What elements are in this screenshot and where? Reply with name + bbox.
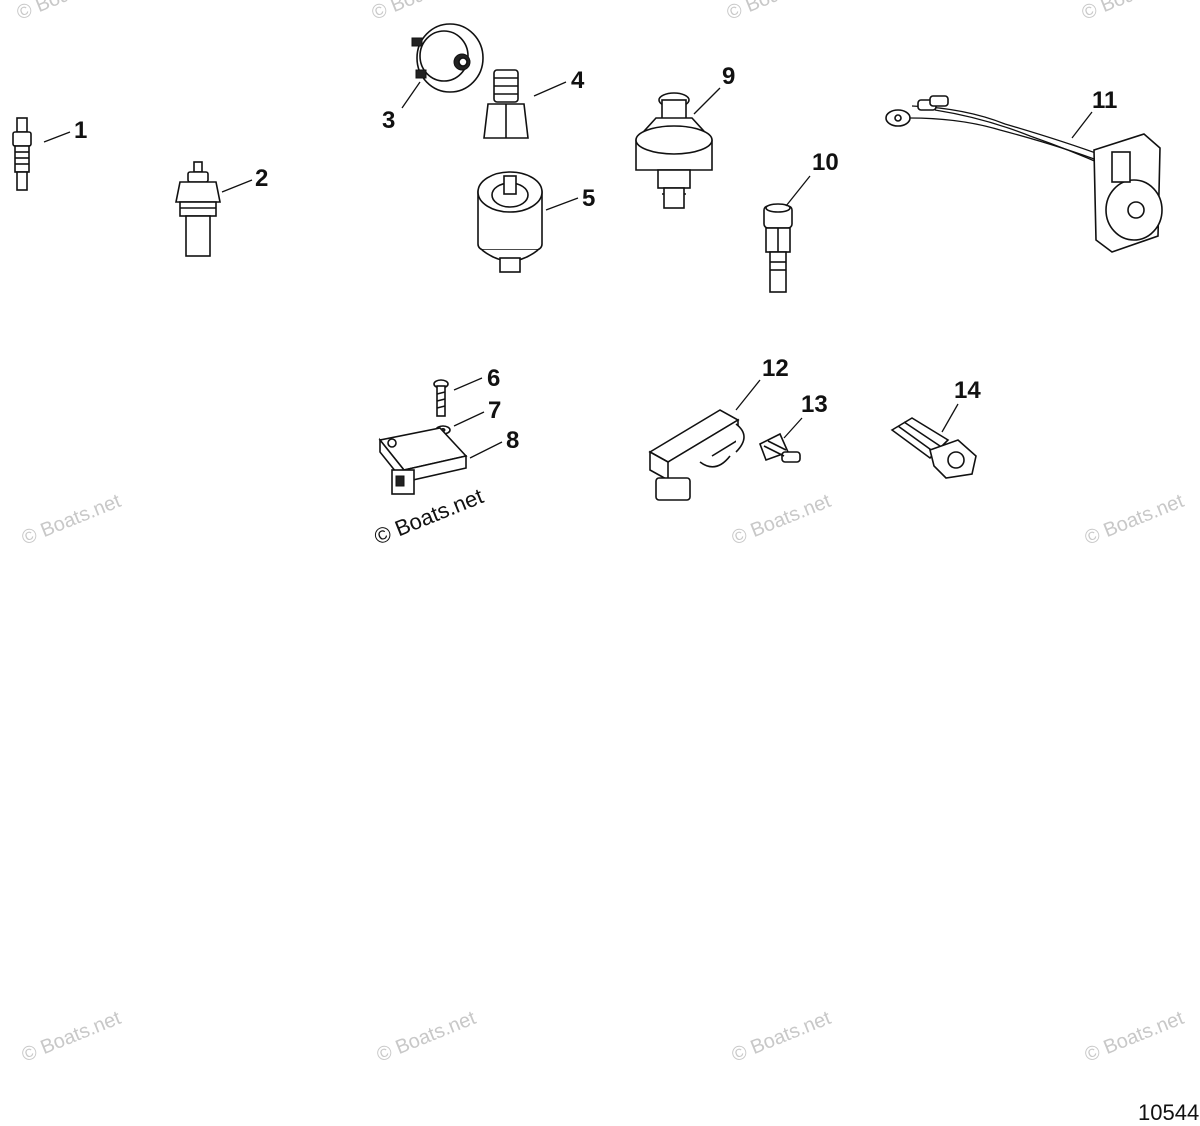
part-4-fitting xyxy=(483,69,529,139)
watermark: © Boats.net xyxy=(14,0,120,25)
part-12-bracket xyxy=(648,409,745,501)
watermark: © Boats.net xyxy=(1082,1007,1188,1067)
watermark: © Boats.net xyxy=(19,1007,125,1067)
leader-lines xyxy=(43,81,1093,459)
callout-14: 14 xyxy=(954,377,981,404)
part-5-oil-pressure-sender xyxy=(477,171,543,273)
callout-11: 11 xyxy=(1092,87,1117,114)
callout-3: 3 xyxy=(382,107,395,134)
callout-10: 10 xyxy=(812,149,839,176)
part-6-screw xyxy=(433,379,449,417)
part-3-pressure-switch xyxy=(411,23,484,93)
watermark: © Boats.net xyxy=(1082,490,1188,550)
part-1-sender xyxy=(12,117,32,191)
watermark: © Boats.net xyxy=(724,0,830,25)
part-14-sensor xyxy=(890,417,977,479)
callout-13: 13 xyxy=(801,391,828,418)
callout-2: 2 xyxy=(255,165,268,192)
callout-9: 9 xyxy=(722,63,735,90)
part-13-screw xyxy=(758,432,801,463)
callout-4: 4 xyxy=(571,67,585,94)
part-2-temp-sender xyxy=(175,161,221,257)
figure-id: 10544 xyxy=(1138,1100,1199,1125)
watermark: © Boats.net xyxy=(729,490,835,550)
watermark-dark: © Boats.net xyxy=(371,483,487,549)
part-8-map-sensor xyxy=(378,427,468,495)
watermark: © Boats.net xyxy=(1079,0,1185,25)
callout-7: 7 xyxy=(488,397,501,424)
watermark: © Boats.net xyxy=(19,490,125,550)
callout-6: 6 xyxy=(487,365,500,392)
callout-5: 5 xyxy=(582,185,595,212)
watermark: © Boats.net xyxy=(374,1007,480,1067)
part-11-harness xyxy=(885,95,1163,253)
callout-12: 12 xyxy=(762,355,789,382)
part-10-sender xyxy=(763,203,793,293)
watermark: © Boats.net xyxy=(369,0,475,25)
part-9-knock-sensor xyxy=(635,92,713,209)
callout-1: 1 xyxy=(74,117,87,144)
callout-8: 8 xyxy=(506,427,519,454)
watermark: © Boats.net xyxy=(729,1007,835,1067)
callouts: 1 2 3 4 5 6 7 8 9 10 11 12 13 14 xyxy=(74,63,1117,454)
watermark-group: © Boats.net © Boats.net © Boats.net © Bo… xyxy=(14,0,1188,1067)
